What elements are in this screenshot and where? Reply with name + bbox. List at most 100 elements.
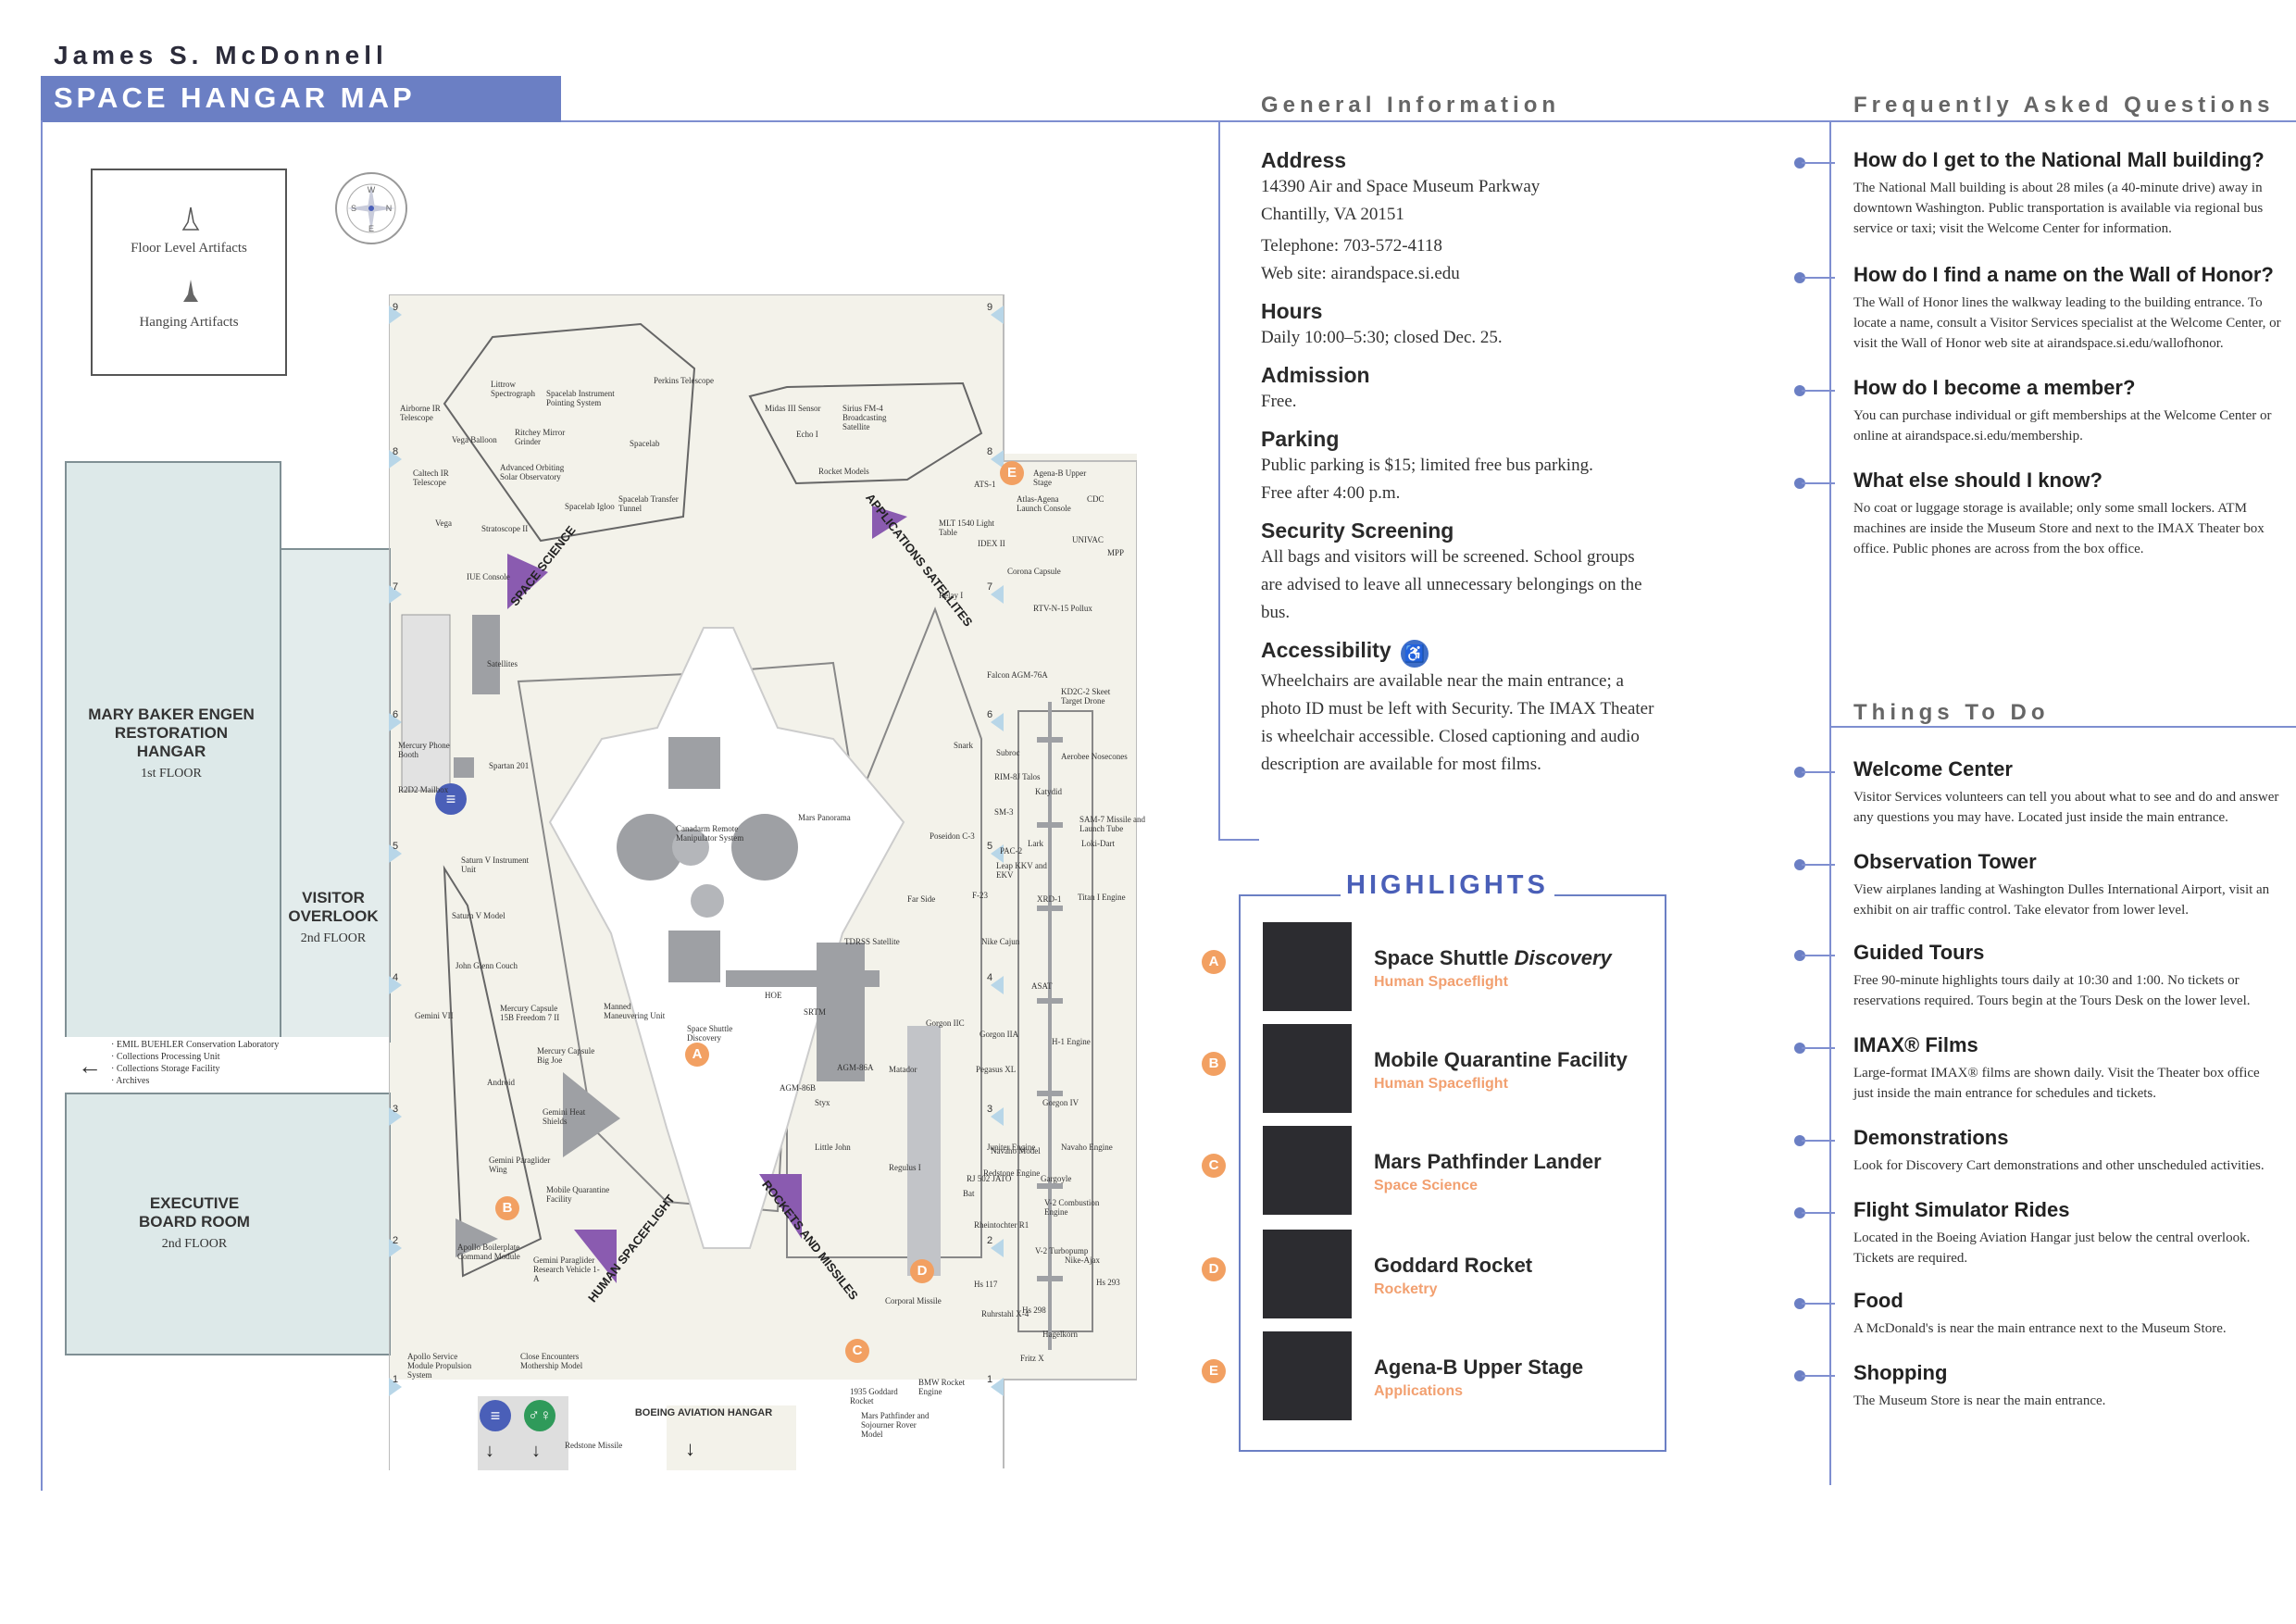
artifact-label[interactable]: Satellites bbox=[487, 659, 518, 668]
map-marker-c[interactable]: C bbox=[845, 1339, 869, 1363]
artifact-label[interactable]: Mars Pathfinder and Sojourner Rover Mode… bbox=[861, 1411, 930, 1439]
map-marker-d[interactable]: D bbox=[910, 1259, 934, 1283]
artifact-label[interactable]: Atlas-Agena Launch Console bbox=[1017, 494, 1071, 513]
artifact-label[interactable]: Saturn V Instrument Unit bbox=[461, 856, 530, 874]
faq-question[interactable]: How do I find a name on the Wall of Hono… bbox=[1853, 263, 2274, 286]
restoration-hangar[interactable] bbox=[65, 461, 281, 1039]
artifact-label[interactable]: Redstone Engine bbox=[983, 1168, 1041, 1178]
artifact-label[interactable]: Leap KKV and EKV bbox=[996, 861, 1047, 880]
artifact-label[interactable]: Gorgon IIC bbox=[926, 1018, 965, 1028]
artifact-label[interactable]: Spacelab Transfer Tunnel bbox=[618, 494, 679, 513]
artifact-label[interactable]: RJ 502 JATO bbox=[967, 1174, 1012, 1183]
artifact-label[interactable]: AGM-86A bbox=[837, 1063, 874, 1072]
direction-item[interactable]: · Archives bbox=[111, 1076, 150, 1086]
direction-item[interactable]: · EMIL BUEHLER Conservation Laboratory bbox=[111, 1040, 280, 1050]
artifact-label[interactable]: Little John bbox=[815, 1143, 851, 1152]
artifact-label[interactable]: AGM-86B bbox=[780, 1083, 817, 1093]
artifact-label[interactable]: Spacelab Igloo bbox=[565, 502, 615, 511]
artifact-label[interactable]: Katydid bbox=[1035, 787, 1062, 796]
artifact-label[interactable]: SAM-7 Missile and Launch Tube bbox=[1079, 815, 1146, 833]
artifact-label[interactable]: RIM-8J Talos bbox=[994, 772, 1041, 781]
faq-question[interactable]: How do I get to the National Mall buildi… bbox=[1853, 148, 2265, 171]
highlight-photo[interactable] bbox=[1263, 1126, 1352, 1215]
map-marker-a[interactable]: A bbox=[685, 1043, 709, 1067]
artifact-label[interactable]: 1935 Goddard Rocket bbox=[850, 1387, 898, 1405]
things-question[interactable]: IMAX® Films bbox=[1853, 1033, 1978, 1056]
artifact-label[interactable]: Gorgon IIA bbox=[980, 1030, 1019, 1039]
artifact-label[interactable]: Littrow Spectrograph bbox=[491, 380, 535, 398]
things-question[interactable]: Flight Simulator Rides bbox=[1853, 1198, 2070, 1221]
direction-item[interactable]: · Collections Processing Unit bbox=[111, 1052, 220, 1062]
artifact-label[interactable]: ASAT bbox=[1031, 981, 1053, 991]
highlight-photo[interactable] bbox=[1263, 922, 1352, 1011]
highlight-badge[interactable]: A bbox=[1202, 950, 1226, 974]
artifact-label[interactable]: Snark bbox=[954, 741, 973, 750]
artifact-label[interactable]: UNIVAC bbox=[1072, 535, 1104, 544]
map-marker-b[interactable]: B bbox=[495, 1196, 519, 1220]
artifact-label[interactable]: Stratoscope II bbox=[481, 524, 529, 533]
things-question[interactable]: Guided Tours bbox=[1853, 941, 1985, 964]
artifact-label[interactable]: BMW Rocket Engine bbox=[918, 1378, 966, 1396]
artifact-label[interactable]: V-2 Combustion Engine bbox=[1044, 1198, 1100, 1217]
artifact-label[interactable]: Apollo Service Module Propulsion System bbox=[407, 1352, 472, 1380]
artifact-label[interactable]: Sirius FM-4 Broadcasting Satellite bbox=[842, 404, 887, 431]
artifact-label[interactable]: Titan I Engine bbox=[1078, 893, 1126, 902]
artifact-label[interactable]: RTV-N-15 Pollux bbox=[1033, 604, 1092, 613]
artifact-label[interactable]: SM-3 bbox=[994, 807, 1014, 817]
artifact-label[interactable]: Fritz X bbox=[1020, 1354, 1044, 1363]
visitor-overlook[interactable] bbox=[280, 548, 391, 1043]
artifact-label[interactable]: Echo I bbox=[796, 430, 818, 439]
artifact-label[interactable]: F-23 bbox=[972, 891, 989, 900]
artifact-label[interactable]: Caltech IR Telescope bbox=[413, 468, 449, 487]
artifact-label[interactable]: Gemini Paraglider Wing bbox=[489, 1156, 551, 1174]
highlight-name[interactable]: Agena-B Upper Stage bbox=[1374, 1355, 1583, 1380]
artifact-label[interactable]: Mercury Capsule 15B Freedom 7 II bbox=[500, 1004, 560, 1022]
things-question[interactable]: Food bbox=[1853, 1289, 1903, 1312]
artifact-label[interactable]: Apollo Boilerplate Command Module bbox=[457, 1243, 520, 1261]
artifact-label[interactable]: Perkins Telescope bbox=[654, 376, 714, 385]
artifact-label[interactable]: Redstone Missile bbox=[565, 1441, 623, 1450]
website[interactable]: Web site: airandspace.si.edu bbox=[1261, 264, 1460, 283]
artifact-label[interactable]: Vega Balloon bbox=[452, 435, 497, 444]
artifact-label[interactable]: Bat bbox=[963, 1189, 975, 1198]
artifact-label[interactable]: Navaho Engine bbox=[1061, 1143, 1113, 1152]
artifact-label[interactable]: Rocket Models bbox=[818, 467, 869, 476]
artifact-label[interactable]: Hs 117 bbox=[974, 1280, 998, 1289]
things-question[interactable]: Observation Tower bbox=[1853, 850, 2037, 873]
artifact-label[interactable]: Navaho Model bbox=[991, 1146, 1041, 1156]
things-question[interactable]: Welcome Center bbox=[1853, 757, 2013, 781]
artifact-label[interactable]: Styx bbox=[815, 1098, 830, 1107]
artifact-label[interactable]: Saturn V Model bbox=[452, 911, 505, 920]
down-arrow-icon[interactable]: ↓ bbox=[531, 1441, 541, 1461]
artifact-label[interactable]: Spacelab Instrument Pointing System bbox=[546, 389, 615, 407]
things-question[interactable]: Shopping bbox=[1853, 1361, 1948, 1384]
highlight-photo[interactable] bbox=[1263, 1024, 1352, 1113]
things-question[interactable]: Demonstrations bbox=[1853, 1126, 2009, 1149]
down-arrow-icon[interactable]: ↓ bbox=[685, 1437, 695, 1460]
artifact-label[interactable]: TDRSS Satellite bbox=[844, 937, 900, 946]
artifact-label[interactable]: Loki-Dart bbox=[1081, 839, 1115, 848]
artifact-label[interactable]: Far Side bbox=[907, 894, 936, 904]
highlight-badge[interactable]: C bbox=[1202, 1154, 1226, 1178]
artifact-label[interactable]: Mercury Capsule Big Joe bbox=[537, 1046, 595, 1065]
artifact-label[interactable]: Matador bbox=[889, 1065, 917, 1074]
artifact-label[interactable]: V-2 Turbopump bbox=[1035, 1246, 1089, 1255]
highlight-name[interactable]: Mobile Quarantine Facility bbox=[1374, 1048, 1628, 1072]
artifact-label[interactable]: MPP bbox=[1107, 548, 1125, 557]
artifact-label[interactable]: Poseidon C-3 bbox=[930, 831, 975, 841]
artifact-label[interactable]: Ruhrstahl X-4 bbox=[981, 1309, 1029, 1318]
highlight-badge[interactable]: B bbox=[1202, 1052, 1226, 1076]
artifact-label[interactable]: XRD-1 bbox=[1037, 894, 1062, 904]
artifact-label[interactable]: Canadarm Remote Manipulator System bbox=[676, 824, 744, 843]
artifact-label[interactable]: Subroc bbox=[996, 748, 1020, 757]
artifact-label[interactable]: Aerobee Nosecones bbox=[1061, 752, 1128, 761]
artifact-label[interactable]: Rheintochter R1 bbox=[974, 1220, 1029, 1230]
artifact-label[interactable]: MLT 1540 Light Table bbox=[939, 518, 995, 537]
map-marker-e[interactable]: E bbox=[1000, 461, 1024, 485]
direction-item[interactable]: · Collections Storage Facility bbox=[111, 1064, 220, 1074]
artifact-label[interactable]: IDEX II bbox=[978, 539, 1005, 548]
artifact-label[interactable]: Relay I bbox=[939, 591, 964, 600]
artifact-label[interactable]: KD2C-2 Skeet Target Drone bbox=[1061, 687, 1111, 706]
artifact-label[interactable]: Mars Panorama bbox=[798, 813, 851, 822]
artifact-label[interactable]: Close Encounters Mothership Model bbox=[520, 1352, 583, 1370]
